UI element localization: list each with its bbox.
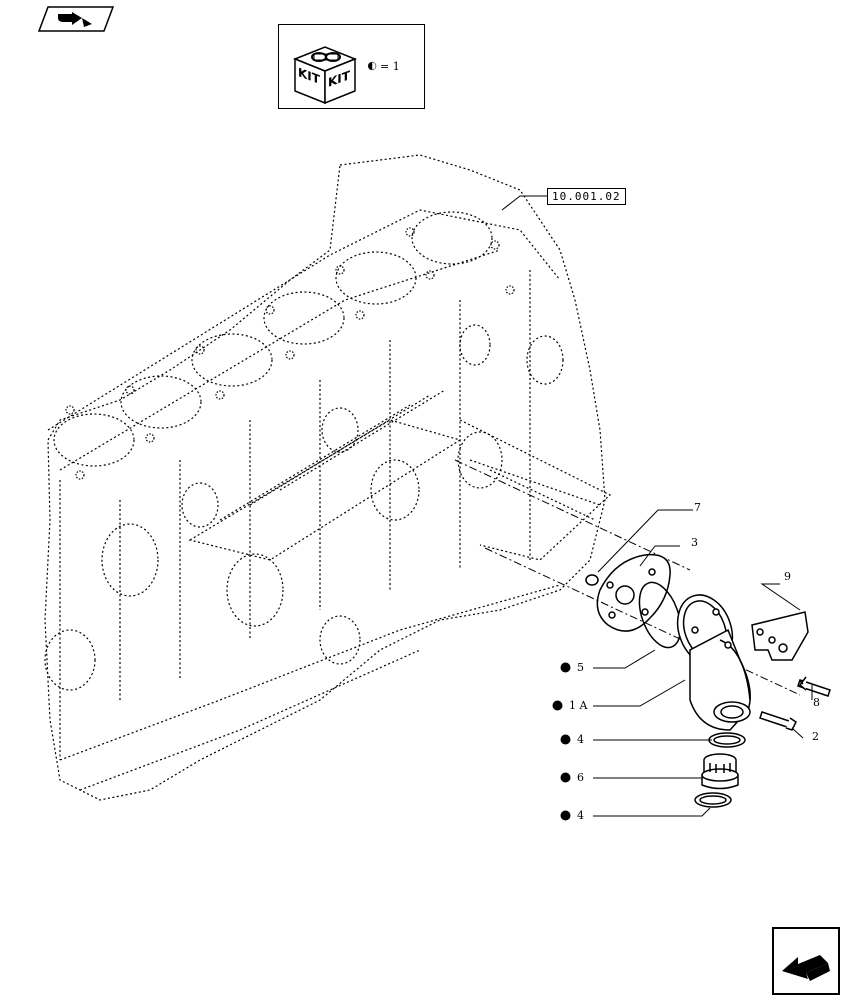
- housing-part-1a: [676, 594, 751, 731]
- bolt-part-8: [797, 676, 831, 697]
- callout-3: 3: [691, 536, 698, 549]
- back-nav-button[interactable]: [772, 927, 840, 995]
- kit-marker-icon: [552, 700, 563, 711]
- bolt-part-2: [759, 711, 797, 731]
- callout-2: 2: [812, 730, 819, 743]
- pointing-hand-nav-button[interactable]: [38, 6, 114, 32]
- callout-1a: 1 A: [569, 699, 588, 712]
- adapter-part-6: [701, 753, 739, 790]
- seal-part-4-lower: [694, 792, 732, 808]
- callout-8: 8: [813, 696, 820, 709]
- callout-4-lower: 4: [577, 809, 584, 822]
- kit-marker-icon: [560, 810, 571, 821]
- kit-box-icon: [292, 46, 377, 105]
- callout-4-upper: 4: [577, 733, 584, 746]
- kit-marker-icon: [560, 662, 571, 673]
- oring-part-5: [638, 581, 682, 649]
- reference-tag[interactable]: 10.001.02: [547, 188, 626, 205]
- callout-7: 7: [694, 501, 701, 514]
- plug-part-7: [585, 574, 599, 586]
- arrow-back-icon: [772, 927, 840, 995]
- kit-marker-icon: [560, 772, 571, 783]
- kit-legend-box: KIT KIT = 1: [278, 24, 425, 109]
- seal-part-4-upper: [708, 732, 746, 748]
- pointing-hand-icon: [38, 6, 114, 32]
- kit-marker-icon: [560, 734, 571, 745]
- callout-6: 6: [577, 771, 584, 784]
- callout-5: 5: [577, 661, 584, 674]
- kit-quantity-label: = 1: [380, 60, 400, 73]
- gasket-part-3: [596, 553, 671, 632]
- callout-9: 9: [784, 570, 791, 583]
- bracket-part-9: [751, 611, 809, 661]
